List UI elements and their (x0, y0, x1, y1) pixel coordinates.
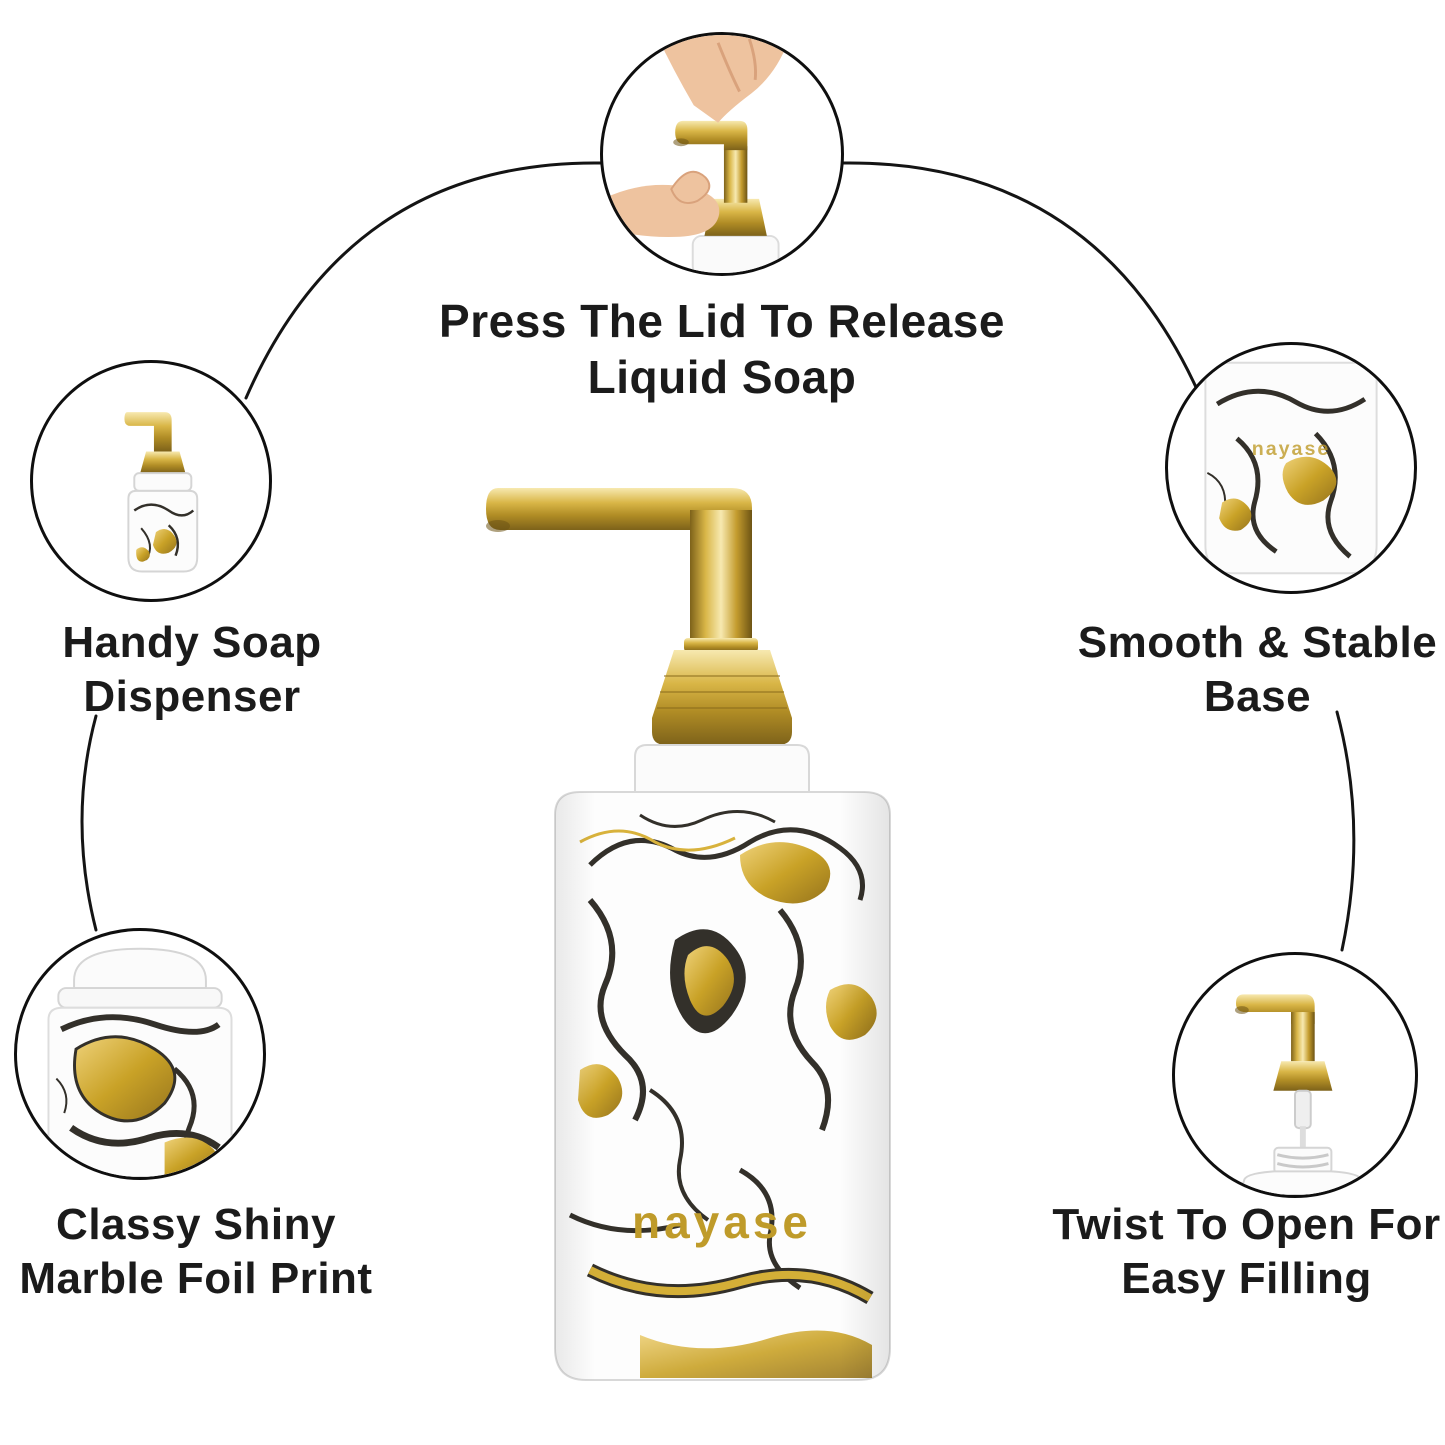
base-label-line2: Base (1203, 671, 1312, 721)
press-callout-circle (600, 32, 844, 276)
mini-bottle (127, 472, 199, 573)
main-pump (486, 488, 792, 745)
open-bottle-neck (1238, 1146, 1367, 1195)
closeup-body (47, 1006, 233, 1177)
main-dispenser-image: nayase (440, 470, 1000, 1400)
marble-label-line1: Classy Shiny (56, 1200, 336, 1249)
dispenser-base-photo: nayase (1204, 361, 1378, 575)
marble-label-line2: Marble Foil Print (19, 1253, 373, 1303)
marble-foil-closeup-photo (47, 947, 233, 1177)
base-bottle: nayase (1204, 361, 1378, 575)
arc-base-to-twist (1335, 710, 1356, 952)
brand-text-small: nayase (1252, 438, 1331, 460)
pump-illustration (673, 120, 780, 273)
mini-pump (124, 412, 186, 474)
base-label-line1: Smooth & Stable (1077, 618, 1438, 667)
soap-dispenser-photo (124, 412, 199, 573)
twist-label-line1: Twist To Open For (1052, 1200, 1441, 1249)
marble-callout-label: Classy Shiny Marble Foil Print (0, 1198, 392, 1305)
closeup-lid (57, 947, 223, 1009)
brand-text: nayase (632, 1196, 812, 1248)
twist-callout-circle (1172, 952, 1418, 1198)
handy-label-line2: Dispenser (83, 671, 301, 721)
upper-hand (656, 35, 791, 123)
handy-callout-label: Handy Soap Dispenser (0, 616, 384, 723)
removed-pump (1235, 994, 1333, 1150)
handy-callout-circle (30, 360, 272, 602)
lower-hand (603, 170, 720, 237)
arc-handy-to-marble (80, 714, 98, 932)
handy-label-line1: Handy Soap (62, 618, 322, 667)
twist-label-line2: Easy Filling (1121, 1253, 1372, 1303)
pump-removed-open-bottle-photo (1235, 994, 1367, 1195)
marble-foil-pattern (555, 792, 890, 1380)
twist-callout-label: Twist To Open For Easy Filling (1048, 1198, 1445, 1305)
main-bottle: nayase (554, 744, 891, 1381)
base-callout-label: Smooth & Stable Base (1070, 616, 1445, 723)
press-callout-label: Press The Lid To Release Liquid Soap (360, 293, 1084, 405)
hands-pressing-pump-photo (603, 35, 791, 273)
press-label-line2: Liquid Soap (587, 351, 857, 404)
press-label-line1: Press The Lid To Release (439, 295, 1005, 347)
marble-callout-circle (14, 928, 266, 1180)
base-callout-circle: nayase (1165, 342, 1417, 594)
